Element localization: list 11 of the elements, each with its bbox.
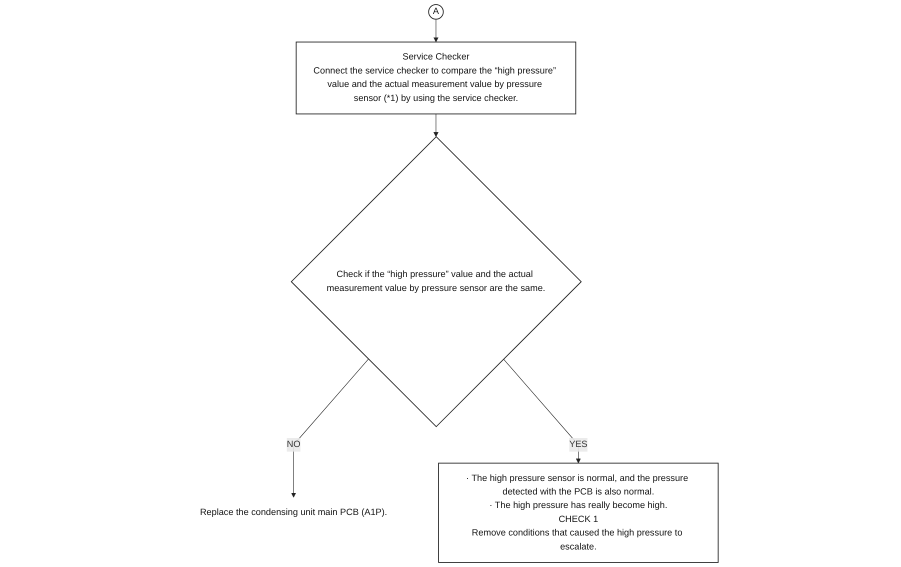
arrow bbox=[291, 358, 369, 498]
node-box: · The high pressure sensor is normal, and the pressure detected with the PCB is also normal. · The high pressure has really become high. CHECK 1 Remove conditions that caused the high pressure to escalate. bbox=[438, 462, 719, 563]
node-circle: A bbox=[428, 4, 444, 20]
node-diamond: Check if the “high pressure” value and the actual measurement value by pressure sensor are the same. bbox=[290, 136, 582, 428]
edge-label: YES bbox=[569, 440, 588, 450]
edge-label: NO bbox=[286, 440, 300, 450]
node-text: Replace the condensing unit main PCB (A1P). bbox=[200, 508, 388, 518]
arrow bbox=[503, 358, 581, 464]
node-box: Service Checker Connect the service checker to compare the “high pressure” value and the actual measurement value by pressure sensor (*1) by using the service checker. bbox=[296, 42, 576, 114]
arrow bbox=[433, 114, 438, 137]
arrow bbox=[433, 18, 438, 42]
